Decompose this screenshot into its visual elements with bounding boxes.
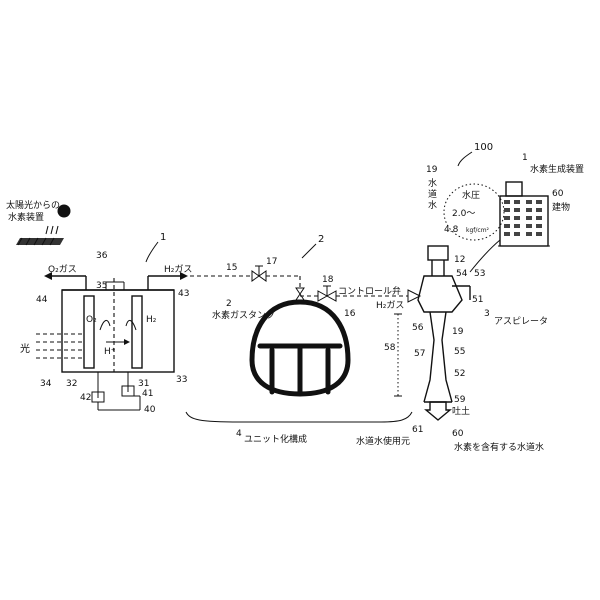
ref-num-58: 58 xyxy=(384,343,396,353)
tap-water-label-2: 道 xyxy=(428,188,437,200)
tank-label: 水素ガスタンク xyxy=(212,309,275,321)
unit-label: ユニット化構成 xyxy=(244,433,307,445)
control-valve-icon xyxy=(317,285,337,302)
ref-num-19-top: 19 xyxy=(426,165,438,175)
ref-num-33: 33 xyxy=(176,375,187,385)
ref-num-17: 17 xyxy=(266,257,277,267)
sunlight-label-line2: 水素装置 xyxy=(8,211,44,223)
o2-inside-label: O₂ xyxy=(86,315,97,325)
sunlight-label-line1: 太陽光からの xyxy=(6,199,60,211)
ref-num-19-mid: 19 xyxy=(452,327,464,337)
valve-17-icon xyxy=(251,265,267,282)
building-label: 建物 xyxy=(552,201,570,213)
hydrogen-water-label: 水素を含有する水道水 xyxy=(454,441,544,453)
ref-num-3: 3 xyxy=(484,309,490,319)
h2-gas-label-left: H₂ガス xyxy=(164,264,192,275)
ref-num-34: 34 xyxy=(40,379,52,389)
sun xyxy=(57,204,71,218)
ref-num-60-building: 60 xyxy=(552,189,564,199)
ref-num-100: 100 xyxy=(474,142,493,153)
tap-water-use-label: 水道水使用元 xyxy=(356,435,410,447)
ref-num-2-tank: 2 xyxy=(226,299,232,309)
ref-num-12: 12 xyxy=(454,255,465,265)
pressure-range-2: 4.8 xyxy=(444,225,459,235)
ref-num-4: 4 xyxy=(236,429,242,439)
discharge-label: 吐土 xyxy=(452,405,470,417)
ref-num-55: 55 xyxy=(454,347,465,357)
ref-num-1-cell: 1 xyxy=(160,232,166,243)
ref-num-1-gen: 1 xyxy=(522,153,528,163)
tap-water-label-3: 水 xyxy=(428,199,437,211)
ref-num-57: 57 xyxy=(414,349,425,359)
ref-num-61: 61 xyxy=(412,425,423,435)
ref-num-16: 16 xyxy=(344,309,356,319)
control-valve-label: コントロール弁 xyxy=(338,285,401,297)
h2-pipe xyxy=(190,275,301,290)
ref-num-51: 51 xyxy=(472,295,483,305)
ref-num-60-water: 60 xyxy=(452,429,464,439)
pressure-range-1: 2.0～ xyxy=(452,209,475,219)
valve-tank-top-icon xyxy=(295,287,305,301)
ref-num-41: 41 xyxy=(142,389,153,399)
ref-num-59: 59 xyxy=(454,395,466,405)
ref-num-44: 44 xyxy=(36,295,48,305)
pressure-unit: kgf/cm² xyxy=(466,227,490,234)
light-label: 光 xyxy=(20,342,30,355)
h-plus-label: H⁺ xyxy=(104,347,116,357)
hydrogen-gas-tank xyxy=(249,299,351,397)
ref-num-53: 53 xyxy=(474,269,485,279)
ref-num-31: 31 xyxy=(138,379,149,389)
ref-num-32: 32 xyxy=(66,379,77,389)
ref-num-52: 52 xyxy=(454,369,465,379)
ref-num-36: 36 xyxy=(96,251,108,261)
photo-electrolysis-cell xyxy=(36,272,188,411)
ref-num-56: 56 xyxy=(412,323,424,333)
generator-label: 水素生成装置 xyxy=(530,163,584,175)
pressure-label: 水圧 xyxy=(462,189,480,201)
building-icon xyxy=(498,181,550,247)
ref-num-42: 42 xyxy=(80,393,91,403)
ref-num-35: 35 xyxy=(96,281,107,291)
aspirator-label: アスピレータ xyxy=(494,316,548,327)
h2-gas-label-right: H₂ガス xyxy=(376,300,404,311)
h2-inside-label: H₂ xyxy=(146,315,157,325)
tap-water-label-1: 水 xyxy=(428,177,437,189)
unit-bracket xyxy=(185,411,413,423)
o2-gas-label: O₂ガス xyxy=(48,264,77,275)
ref-num-43: 43 xyxy=(178,289,189,299)
ref-num-40: 40 xyxy=(144,405,156,415)
ref-num-2-system: 2 xyxy=(318,234,324,245)
ref-num-54: 54 xyxy=(456,269,468,279)
ref-num-18: 18 xyxy=(322,275,334,285)
aspirator xyxy=(394,245,471,421)
solar-panel-icon xyxy=(16,225,64,246)
ref-num-15: 15 xyxy=(226,263,237,273)
